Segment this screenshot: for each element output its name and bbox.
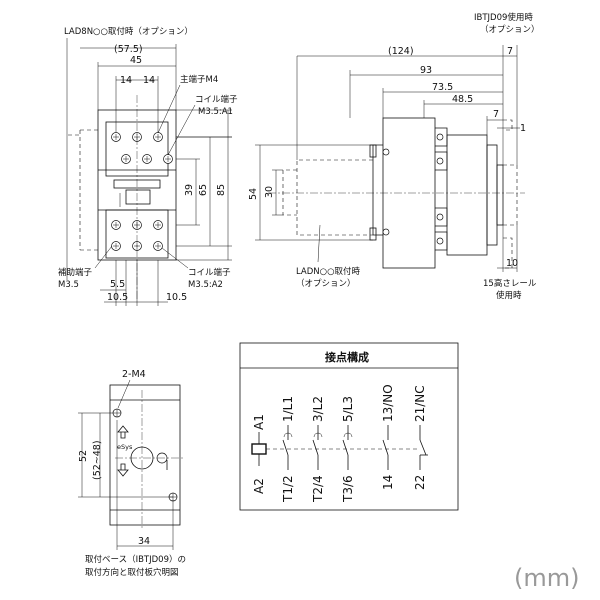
contact-label-t2-4: T2/4 bbox=[311, 475, 325, 503]
contact-label-3-l2: 3/L2 bbox=[311, 396, 325, 422]
mount-holes-label: 2-M4 bbox=[122, 369, 146, 380]
mount-view: eSys 2-M4 52 (52~48) 34 取付ベース（IBTJD09）の … bbox=[78, 369, 186, 578]
coil-terminal-top-line1: コイル端子 bbox=[195, 94, 238, 105]
dim-1: 1 bbox=[520, 123, 526, 134]
dim-10-5-right: 10.5 bbox=[166, 292, 187, 303]
dim-pitch-right: 14 bbox=[143, 75, 155, 86]
dim-7: 7 bbox=[493, 109, 499, 120]
main-terminal-label: 主端子M4 bbox=[180, 74, 218, 85]
contact-configuration: 接点構成 A1 1/L1 3/L2 5/L3 13/NO bbox=[239, 342, 459, 511]
rail-note-line1: 15高さレール bbox=[483, 278, 537, 289]
dim-124: (124) bbox=[388, 46, 414, 57]
coil-terminal-bottom-line1: コイル端子 bbox=[188, 267, 231, 278]
dim-93: 93 bbox=[420, 65, 432, 76]
dim-39: 39 bbox=[184, 184, 195, 196]
mount-caption-line2: 取付方向と取付板穴明図 bbox=[85, 567, 179, 578]
unit-label: (mm) bbox=[514, 564, 579, 592]
front-option-note: LAD8N○○取付時（オプション） bbox=[64, 26, 193, 37]
contact-label-a1: A1 bbox=[252, 414, 266, 430]
dim-85: 85 bbox=[216, 184, 227, 196]
contact-label-a2: A2 bbox=[252, 478, 266, 494]
contact-label-13-no: 13/NO bbox=[381, 384, 395, 422]
dim-52-48: (52~48) bbox=[92, 440, 103, 480]
aux-terminal-line1: 補助端子 bbox=[58, 267, 93, 278]
coil-symbol bbox=[251, 443, 267, 455]
contact-label-1-l1: 1/L1 bbox=[281, 396, 295, 422]
dim-7-top: 7 bbox=[507, 46, 513, 57]
contacts-title: 接点構成 bbox=[325, 350, 369, 364]
dim-width: 45 bbox=[130, 55, 142, 66]
mount-caption-line1: 取付ベース（IBTJD09）の bbox=[85, 554, 186, 565]
contact-label-5-l3: 5/L3 bbox=[341, 396, 355, 422]
ibtjd09-note-line2: （オプション） bbox=[480, 24, 540, 35]
dim-30: 30 bbox=[264, 186, 275, 198]
dim-34: 34 bbox=[138, 536, 150, 547]
dim-pitch-left: 14 bbox=[120, 75, 132, 86]
aux-terminal-line2: M3.5 bbox=[58, 280, 79, 290]
dim-10: 10 bbox=[506, 258, 518, 269]
svg-text:eSys: eSys bbox=[117, 443, 133, 451]
contact-label-21-nc: 21/NC bbox=[413, 385, 427, 422]
contact-label-22: 22 bbox=[413, 475, 427, 490]
contact-label-14: 14 bbox=[381, 475, 395, 490]
dim-54: 54 bbox=[248, 188, 259, 200]
mount-base-outline bbox=[109, 384, 181, 526]
coil-terminal-top-line2: M3.5:A1 bbox=[198, 107, 233, 117]
contact-label-t1-2: T1/2 bbox=[281, 475, 295, 503]
dim-width-option: (57.5) bbox=[114, 44, 143, 55]
front-view: LAD8N○○取付時（オプション） (57.5) 45 14 14 主端子M4 … bbox=[58, 26, 238, 306]
contact-label-t3-6: T3/6 bbox=[341, 475, 355, 503]
dim-65: 65 bbox=[198, 184, 209, 196]
contacts-frame bbox=[239, 342, 459, 511]
dim-73-5: 73.5 bbox=[432, 82, 453, 93]
dim-48-5: 48.5 bbox=[452, 94, 473, 105]
ibtjd09-note-line1: IBTJD09使用時 bbox=[474, 12, 533, 23]
side-view: IBTJD09使用時 （オプション） (124) 7 93 73.5 48.5 … bbox=[248, 12, 540, 301]
dim-10-5-left: 10.5 bbox=[107, 292, 128, 303]
coil-terminal-bottom-line2: M3.5:A2 bbox=[188, 280, 223, 290]
top-terminal-screws bbox=[111, 132, 173, 164]
ladn-note-line2: （オプション） bbox=[296, 278, 356, 289]
dim-52: 52 bbox=[78, 450, 89, 462]
dim-5-5: 5.5 bbox=[110, 279, 125, 290]
rail-note-line2: 使用時 bbox=[496, 290, 522, 301]
ladn-note-line1: LADN○○取付時 bbox=[296, 266, 360, 277]
